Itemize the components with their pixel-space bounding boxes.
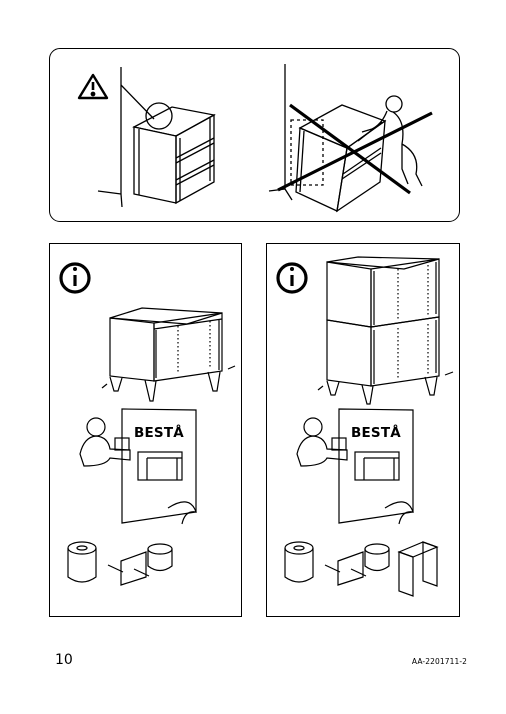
booklet-brand-label: BESTÅ [133, 425, 185, 441]
wall-anchoring-illustration [77, 64, 433, 213]
cam-lock-fittings [67, 541, 173, 586]
info-circle-icon [59, 262, 91, 294]
single-unit-illustration [59, 262, 236, 586]
connector-bracket [397, 541, 439, 597]
person-reading-icon [296, 417, 348, 467]
stacked-cabinets [317, 256, 454, 405]
wall-anchoring-warning-panel [49, 48, 460, 222]
stacked-units-illustration [276, 256, 454, 597]
stacked-units-info-panel: BESTÅ [266, 243, 460, 617]
manual-booklet [121, 408, 197, 525]
person-reading-icon [79, 417, 131, 467]
single-unit-info-panel: BESTÅ [49, 243, 242, 617]
cam-lock-fittings [284, 541, 390, 586]
document-code: AA-2201711-2 [411, 657, 467, 666]
cabinet-on-legs [101, 307, 236, 402]
booklet-brand-label: BESTÅ [350, 425, 402, 441]
page-number: 10 [55, 652, 73, 668]
warning-triangle-icon [77, 73, 109, 100]
manual-booklet [338, 408, 414, 525]
info-circle-icon [276, 262, 308, 294]
